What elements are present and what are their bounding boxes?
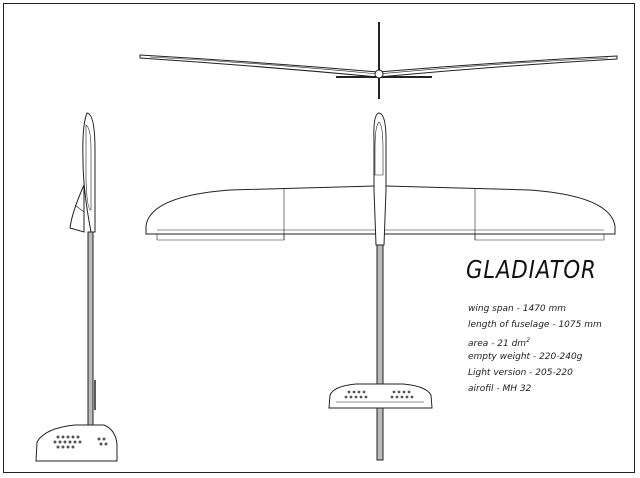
specifications-list: wing span - 1470 mm length of fuselage -…: [468, 302, 602, 398]
side-view-fin-hatch: [53, 435, 108, 449]
side-view-tail-boom: [87, 231, 94, 441]
front-view-fuselage: [374, 69, 384, 79]
spec-area: area - 21 dm2: [468, 337, 530, 349]
side-view-fin: [35, 424, 118, 462]
spec-wing-span: wing span - 1470 mm: [468, 304, 567, 314]
model-title: GLADIATOR: [466, 255, 597, 284]
side-view-fuselage-pod: [82, 112, 96, 233]
spec-airfoil: airofil - MH 32: [468, 384, 532, 394]
top-view-stabilizer: [328, 383, 433, 409]
side-view: [35, 112, 118, 462]
drawing-border: [3, 3, 635, 473]
spec-empty-weight: empty weight - 220-240g: [468, 352, 583, 362]
spec-light-version: Light version - 205-220: [468, 368, 573, 378]
side-view-canopy: [85, 124, 92, 211]
front-view: [139, 22, 618, 99]
top-view-stabilizer-hatch: [344, 390, 414, 399]
spec-fuselage-length: length of fuselage - 1075 mm: [468, 320, 602, 330]
top-view-tail-boom: [376, 244, 384, 461]
top-view-canopy: [374, 121, 384, 176]
top-view: [145, 112, 616, 461]
top-view-wing-trailing-flaps: [156, 233, 605, 241]
side-view-wing-root: [69, 184, 85, 233]
